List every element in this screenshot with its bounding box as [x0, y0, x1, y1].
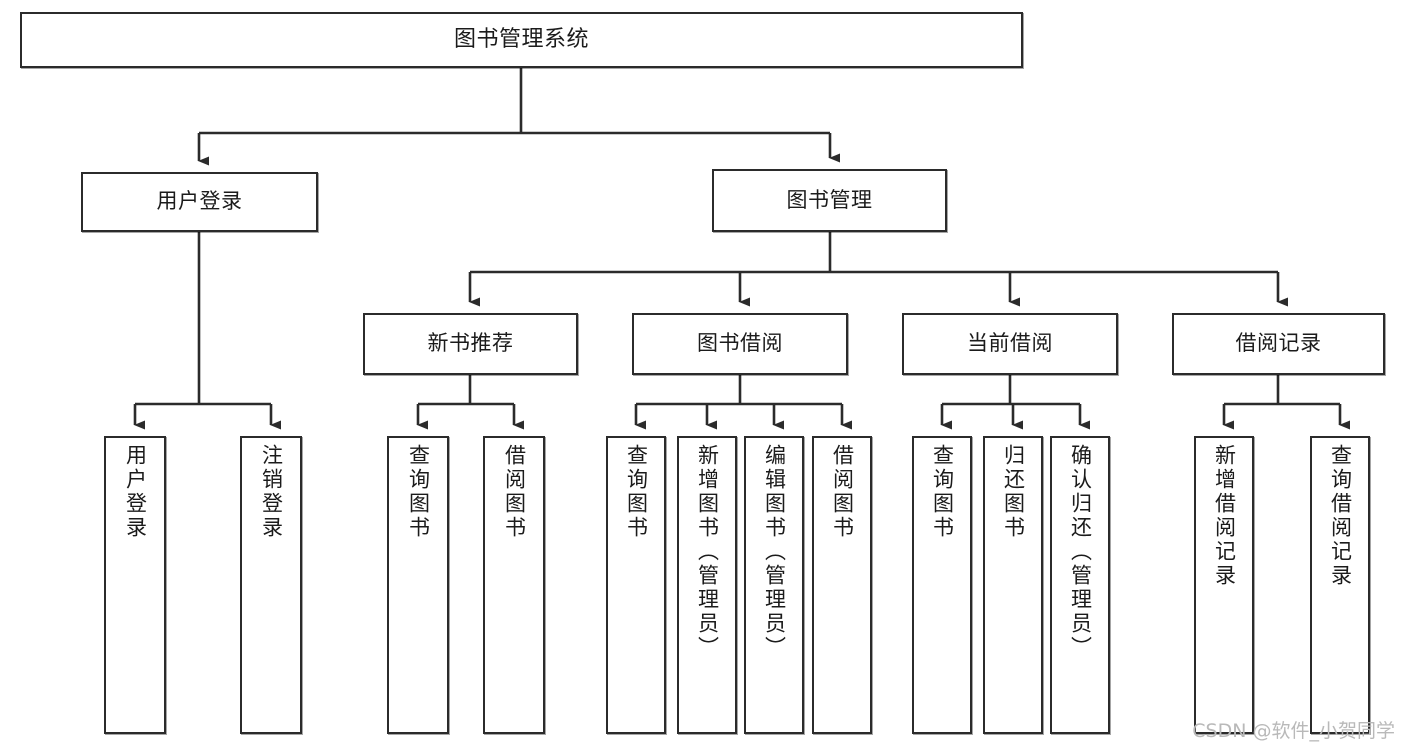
node-leaf-bb-query[interactable]: 查询图书	[606, 436, 666, 734]
node-leaf-br-query-label: 查询借阅记录	[1328, 444, 1353, 588]
node-new-book-rec[interactable]: 新书推荐	[363, 313, 578, 375]
node-root[interactable]: 图书管理系统	[20, 12, 1023, 68]
node-current-borrow[interactable]: 当前借阅	[902, 313, 1118, 375]
node-leaf-br-add-label: 新增借阅记录	[1212, 444, 1237, 588]
node-user-login[interactable]: 用户登录	[81, 172, 318, 232]
node-leaf-cb-query-label: 查询图书	[930, 444, 955, 540]
node-new-book-rec-label: 新书推荐	[427, 331, 514, 356]
node-book-manage-label: 图书管理	[786, 187, 873, 212]
node-book-manage[interactable]: 图书管理	[712, 169, 947, 232]
node-leaf-user-logout-label: 注销登录	[259, 444, 284, 540]
node-book-borrow[interactable]: 图书借阅	[632, 313, 848, 375]
node-leaf-br-query[interactable]: 查询借阅记录	[1310, 436, 1370, 734]
node-leaf-bb-query-label: 查询图书	[624, 444, 649, 540]
node-leaf-rec-borrow-label: 借阅图书	[502, 444, 527, 540]
node-leaf-rec-query[interactable]: 查询图书	[387, 436, 449, 734]
node-leaf-bb-add-label: 新增图书（管理员）	[695, 444, 720, 660]
node-borrow-record-label: 借阅记录	[1235, 331, 1322, 356]
node-leaf-cb-return-label: 归还图书	[1001, 444, 1026, 540]
node-leaf-bb-borrow[interactable]: 借阅图书	[812, 436, 872, 734]
node-leaf-bb-edit[interactable]: 编辑图书（管理员）	[744, 436, 804, 734]
node-leaf-cb-confirm[interactable]: 确认归还（管理员）	[1050, 436, 1110, 734]
node-borrow-record[interactable]: 借阅记录	[1172, 313, 1385, 375]
node-leaf-bb-edit-label: 编辑图书（管理员）	[762, 444, 787, 660]
node-root-label: 图书管理系统	[453, 26, 589, 52]
node-book-borrow-label: 图书借阅	[697, 331, 783, 356]
node-leaf-rec-query-label: 查询图书	[406, 444, 431, 540]
node-leaf-rec-borrow[interactable]: 借阅图书	[483, 436, 545, 734]
node-leaf-br-add[interactable]: 新增借阅记录	[1194, 436, 1254, 734]
node-leaf-cb-return[interactable]: 归还图书	[983, 436, 1043, 734]
node-leaf-user-login-label: 用户登录	[123, 444, 148, 540]
node-leaf-bb-add[interactable]: 新增图书（管理员）	[677, 436, 737, 734]
node-current-borrow-label: 当前借阅	[967, 331, 1053, 356]
node-leaf-bb-borrow-label: 借阅图书	[830, 444, 855, 540]
node-leaf-user-logout[interactable]: 注销登录	[240, 436, 302, 734]
watermark: CSDN @软件_小贺同学	[1192, 720, 1395, 742]
node-leaf-cb-query[interactable]: 查询图书	[912, 436, 972, 734]
node-leaf-user-login[interactable]: 用户登录	[104, 436, 166, 734]
node-user-login-label: 用户登录	[156, 189, 243, 214]
node-leaf-cb-confirm-label: 确认归还（管理员）	[1068, 444, 1093, 660]
